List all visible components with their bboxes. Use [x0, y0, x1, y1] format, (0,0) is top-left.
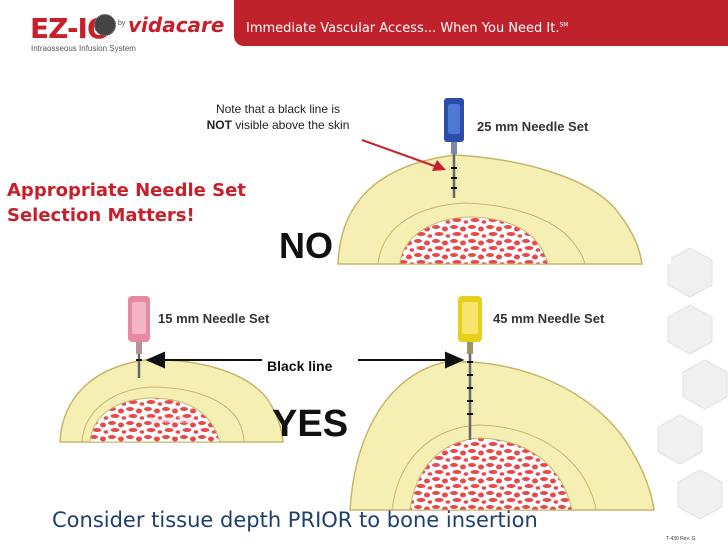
panel-right-45mm: 45 mm Needle Set YES: [272, 296, 655, 511]
needle-15mm-label: 15 mm Needle Set: [158, 311, 270, 326]
needle-45mm-label: 45 mm Needle Set: [493, 311, 605, 326]
black-line-label: Black line: [267, 358, 333, 374]
needle-25mm-label: 25 mm Needle Set: [477, 119, 589, 134]
footer-caption: Consider tissue depth PRIOR to bone inse…: [52, 508, 538, 532]
service-mark: SM: [559, 21, 569, 29]
header-banner: [234, 0, 728, 46]
banner-tagline-text: Immediate Vascular Access... When You Ne…: [246, 21, 560, 36]
arrow-right-icon: [445, 351, 465, 369]
heading-line-2: Selection Matters!: [7, 205, 195, 226]
note-line-1: Note that a black line is: [215, 102, 341, 116]
logo-brand: vidacare: [128, 13, 225, 37]
heading-line-1: Appropriate Needle Set: [7, 180, 246, 201]
panel-left-15mm: 15 mm Needle Set Needle Size: [59, 296, 284, 443]
logo-gear-icon: [94, 14, 116, 36]
logo-by: by: [118, 20, 126, 27]
background-hexagon-pattern: [657, 247, 728, 520]
needle-15mm-icon: [128, 296, 150, 378]
verdict-yes: YES: [272, 403, 348, 445]
note-emphasis: NOT: [206, 118, 232, 132]
needle-25mm-icon: [444, 98, 464, 198]
logo-subtitle: Intraosseous Infusion System: [31, 44, 136, 53]
verdict-no: NO: [279, 225, 333, 266]
needle-45mm-icon: [458, 296, 482, 440]
black-line-arrows: [145, 351, 465, 369]
revision-code: T-430 Rev. G: [666, 536, 696, 542]
note-text: Note that a black line is NOT visible ab…: [180, 101, 376, 133]
needle-size-watermark: Needle Size: [150, 416, 194, 425]
arrow-left-icon: [145, 351, 165, 369]
note-line-2: NOT visible above the skin: [180, 117, 376, 133]
panel-top-no: 25 mm Needle Set NO: [279, 92, 671, 266]
banner-tagline: Immediate Vascular Access... When You Ne…: [246, 21, 569, 36]
red-arrow-icon: [432, 160, 446, 171]
note-line-2-rest: visible above the skin: [231, 118, 350, 132]
slide-heading: Appropriate Needle Set Selection Matters…: [7, 178, 246, 228]
